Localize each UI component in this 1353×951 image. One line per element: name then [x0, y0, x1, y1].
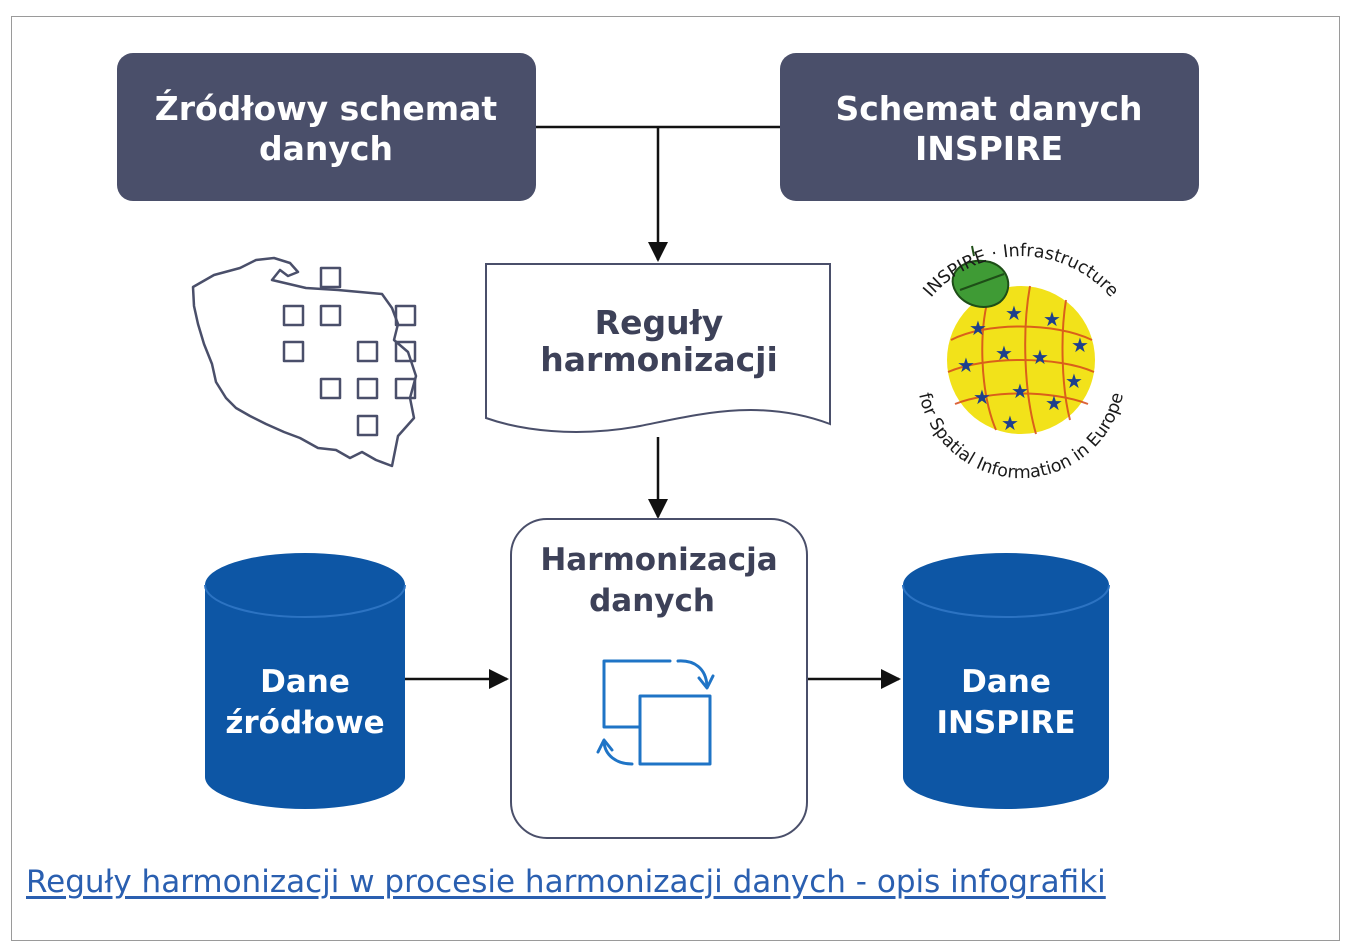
svg-text:★: ★: [1043, 307, 1061, 331]
svg-text:★: ★: [1001, 411, 1019, 435]
source-database-line2: źródłowe: [225, 705, 384, 741]
leaf-icon: [951, 245, 1010, 308]
svg-text:★: ★: [1045, 391, 1063, 415]
source-schema-box: Źródłowy schemat danych: [117, 53, 536, 201]
rules-line1: Reguły: [595, 303, 724, 342]
rules-document: Reguły harmonizacji: [485, 263, 831, 433]
inspire-logo: ★ ★ ★ ★ ★ ★ ★ ★ ★ ★ ★ ★ INSPIRE · Infras…: [914, 241, 1128, 483]
source-schema-line2: danych: [259, 129, 393, 168]
inspire-schema-line1: Schemat danych: [835, 89, 1142, 128]
infographic-frame: [11, 16, 1340, 941]
inspire-database-line2: INSPIRE: [936, 705, 1075, 741]
source-database: Dane źródłowe: [204, 553, 406, 809]
svg-text:★: ★: [973, 385, 991, 409]
connectors: [404, 125, 901, 689]
poland-map-icon: [191, 256, 418, 468]
inspire-schema-line2: INSPIRE: [915, 129, 1063, 168]
svg-text:★: ★: [1011, 379, 1029, 403]
svg-text:★: ★: [1031, 345, 1049, 369]
svg-text:★: ★: [995, 341, 1013, 365]
svg-text:★: ★: [969, 316, 987, 340]
source-schema-line1: Źródłowy schemat: [155, 88, 498, 128]
refresh-copy-icon: [596, 659, 715, 766]
svg-text:★: ★: [1005, 301, 1023, 325]
harmonization-line2: danych: [589, 583, 715, 619]
harmonization-box: Harmonizacja danych: [510, 518, 808, 839]
svg-text:★: ★: [1065, 369, 1083, 393]
svg-text:★: ★: [1071, 333, 1089, 357]
infographic-description-link[interactable]: Reguły harmonizacji w procesie harmoniza…: [26, 864, 1106, 900]
source-database-line1: Dane: [260, 664, 350, 700]
rules-line2: harmonizacji: [540, 340, 778, 379]
svg-text:★: ★: [957, 353, 975, 377]
inspire-database-line1: Dane: [961, 664, 1051, 700]
inspire-database: Dane INSPIRE: [902, 553, 1110, 809]
harmonization-line1: Harmonizacja: [540, 542, 777, 578]
inspire-schema-box: Schemat danych INSPIRE: [780, 53, 1199, 201]
